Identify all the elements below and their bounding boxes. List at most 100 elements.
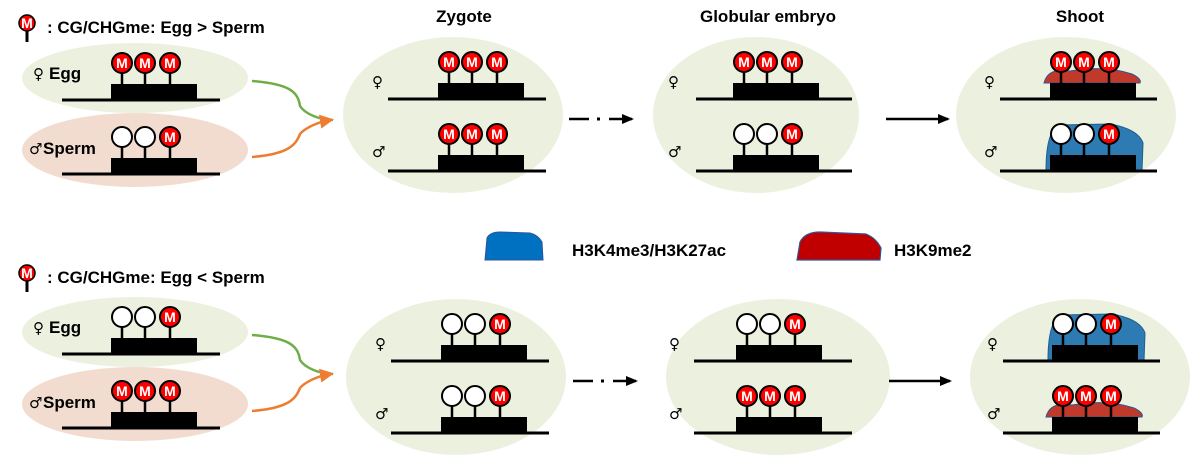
sperm-fertilization-arrow (251, 368, 334, 413)
methylated-site-icon (1100, 313, 1122, 335)
key-m-label: M (21, 15, 33, 31)
methyl-m-label: M (1057, 388, 1069, 404)
active-mark-legend-label: H3K4me3/H3K27ac (572, 241, 726, 260)
methyl-m-label: M (789, 388, 801, 404)
methylation-key-icon (18, 264, 36, 282)
methyl-m-label: M (494, 388, 506, 404)
methyl-m-label: M (1055, 54, 1067, 70)
gene-box (733, 155, 819, 171)
methylated-site-icon (134, 380, 156, 402)
male-symbol: ♂ (29, 394, 42, 412)
methyl-m-label: M (164, 55, 176, 71)
gene-locus: M (694, 313, 852, 363)
methylated-site-icon (461, 51, 483, 73)
gene-box (111, 158, 197, 174)
methyl-m-label: M (1078, 54, 1090, 70)
methyl-m-label: M (1080, 388, 1092, 404)
methylated-site-icon (1052, 385, 1074, 407)
methylated-site-icon (159, 306, 181, 328)
methylated-site-icon (784, 385, 806, 407)
male-symbol: ♂ (375, 405, 388, 423)
gene-box (1050, 155, 1136, 171)
methylated-site-icon (489, 313, 511, 335)
methylated-site-icon (1073, 51, 1095, 73)
gene-box (441, 345, 527, 361)
gene-box (736, 417, 822, 433)
unmethylated-site-icon (759, 313, 781, 335)
stage-cell (343, 37, 563, 193)
methylated-site-icon (134, 52, 156, 74)
female-symbol: ♀ (984, 73, 995, 91)
methylation-key-icon (18, 14, 36, 32)
gene-locus: M (696, 123, 852, 173)
repressive-mark-legend-swatch (796, 231, 882, 261)
stage-cell (653, 37, 859, 193)
methyl-m-label: M (786, 54, 798, 70)
unmethylated-site-icon (464, 385, 486, 407)
methyl-m-label: M (139, 383, 151, 399)
methyl-m-label: M (466, 54, 478, 70)
methylated-site-icon (486, 123, 508, 145)
gene-box (438, 155, 524, 171)
methyl-m-label: M (738, 54, 750, 70)
methyl-m-label: M (164, 129, 176, 145)
methyl-m-label: M (466, 126, 478, 142)
methylated-site-icon (486, 51, 508, 73)
methyl-m-label: M (761, 54, 773, 70)
gene-box (1050, 83, 1136, 99)
methylated-site-icon (759, 385, 781, 407)
male-symbol: ♂ (987, 405, 1000, 423)
methylated-site-icon (159, 52, 181, 74)
methyl-m-label: M (164, 309, 176, 325)
methylated-site-icon (733, 51, 755, 73)
gene-locus: M (62, 306, 220, 356)
unmethylated-site-icon (733, 123, 755, 145)
dashed-arrow-dot (597, 117, 600, 121)
methylation-key-label: : CG/CHGme: Egg > Sperm (47, 18, 265, 37)
egg-fertilization-arrow (251, 79, 334, 122)
methylated-site-icon (736, 385, 758, 407)
methyl-m-label: M (1105, 388, 1117, 404)
female-symbol: ♀ (668, 73, 679, 91)
unmethylated-site-icon (736, 313, 758, 335)
methyl-m-label: M (741, 388, 753, 404)
unmethylated-site-icon (111, 306, 133, 328)
egg-label: Egg (49, 318, 81, 337)
methylated-site-icon (1075, 385, 1097, 407)
methylated-site-icon (1100, 385, 1122, 407)
methyl-m-label: M (164, 383, 176, 399)
male-symbol: ♂ (669, 405, 682, 423)
methylated-site-icon (461, 123, 483, 145)
unmethylated-site-icon (441, 385, 463, 407)
stage-title-shoot: Shoot (1056, 7, 1104, 26)
female-symbol: ♀ (372, 73, 383, 91)
methyl-m-label: M (1105, 316, 1117, 332)
male-symbol: ♂ (668, 143, 681, 161)
methyl-m-label: M (116, 383, 128, 399)
sperm-label: Sperm (43, 139, 96, 158)
gene-box (736, 345, 822, 361)
gene-box (441, 417, 527, 433)
repressive-mark-legend-label: H3K9me2 (894, 241, 972, 260)
stage-zygote: MM♀♂ (346, 299, 566, 455)
female-symbol: ♀ (33, 319, 44, 337)
methylated-site-icon (111, 52, 133, 74)
egg-label: Egg (49, 64, 81, 83)
methyl-m-label: M (139, 55, 151, 71)
methylation-key-label: : CG/CHGme: Egg < Sperm (47, 268, 265, 287)
methyl-m-label: M (789, 316, 801, 332)
methylated-site-icon (781, 51, 803, 73)
methylated-site-icon (438, 51, 460, 73)
